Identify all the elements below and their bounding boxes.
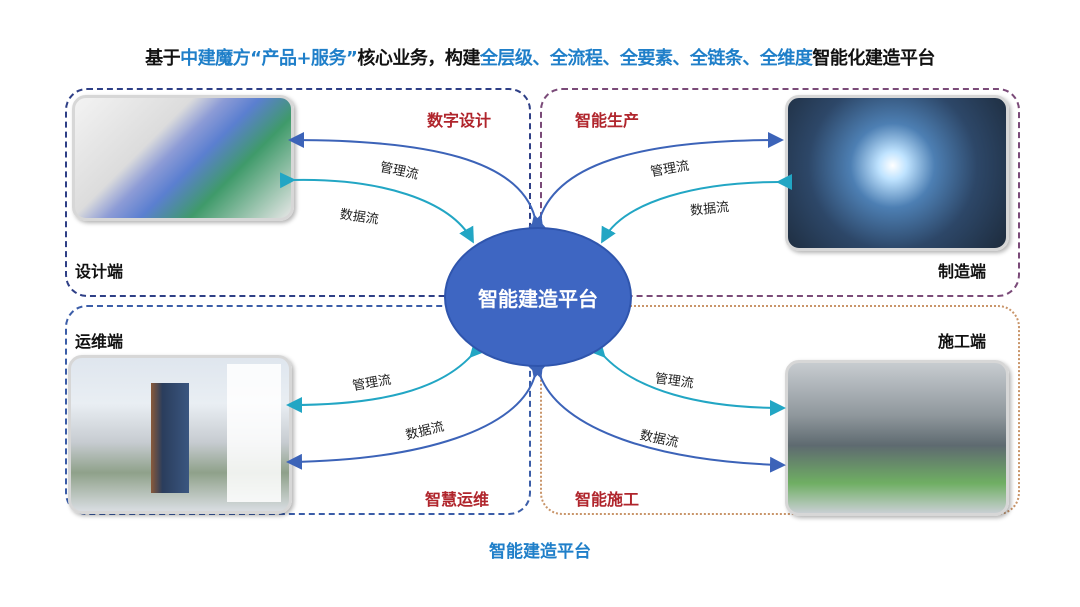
- function-smart-operations: 智慧运维: [425, 490, 490, 509]
- bottom-caption: 智能建造平台: [489, 542, 591, 562]
- building-operations-dashboard-image: [68, 355, 292, 514]
- bim-pipe-model-image: [72, 95, 294, 221]
- data-arrow-bl: [286, 361, 546, 470]
- endpoint-operations: 运维端: [75, 332, 124, 351]
- mgmt-arrow-tr: [528, 132, 784, 232]
- endpoint-construction: 施工端: [938, 332, 987, 351]
- welding-factory-image: [785, 95, 1009, 251]
- function-smart-construction: 智能施工: [575, 490, 640, 509]
- center-platform-node: 智能建造平台: [444, 227, 632, 367]
- title-highlight: 全层级、全流程、全要素、全链条、全维度: [479, 48, 813, 69]
- slide-title: 基于中建魔方“产品+服务”核心业务，构建全层级、全流程、全要素、全链条、全维度智…: [0, 44, 1080, 70]
- title-part: 智能化建造平台: [812, 48, 935, 69]
- endpoint-manufacturing: 制造端: [938, 262, 987, 281]
- title-highlight: 中建魔方: [180, 48, 251, 69]
- function-digital-design: 数字设计: [427, 111, 492, 130]
- data-arrow-br: [528, 360, 786, 473]
- title-part: 基于: [145, 48, 181, 69]
- data-arrow-tr: [601, 173, 793, 244]
- data-flow-label: 数据流: [689, 199, 730, 219]
- endpoint-design: 设计端: [75, 262, 124, 281]
- mgmt-arrow-tl: [288, 132, 546, 232]
- title-part: 核心业务，构建: [357, 48, 480, 69]
- title-highlight: “产品+服务”: [250, 48, 358, 69]
- data-arrow-tl: [279, 172, 474, 244]
- function-smart-production: 智能生产: [575, 111, 640, 130]
- construction-pipes-image: [785, 360, 1009, 516]
